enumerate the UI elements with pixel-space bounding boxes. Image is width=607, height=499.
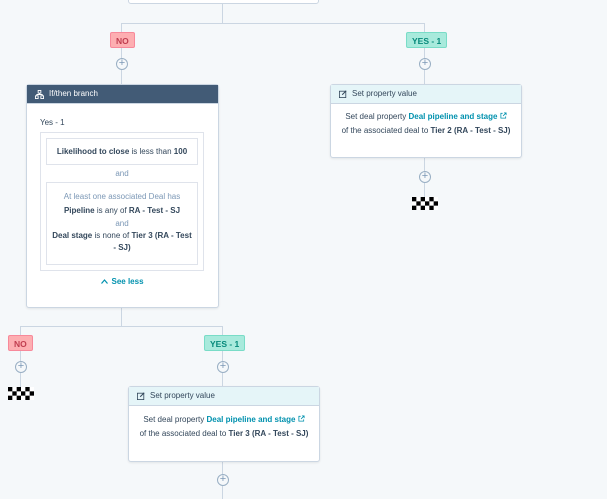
group-header: At least one associated Deal has xyxy=(63,192,181,201)
pipeline-property: Pipeline xyxy=(63,206,95,215)
plus-icon[interactable]: + xyxy=(419,171,431,183)
connector-line xyxy=(222,0,223,24)
connector-line xyxy=(121,23,425,24)
connector-line xyxy=(20,326,223,327)
edit-icon xyxy=(339,90,347,98)
action-middle: of the associated deal to xyxy=(341,126,429,135)
connector-line xyxy=(121,23,122,85)
condition-likelihood: Likelihood to close is less than 100 xyxy=(46,138,198,165)
connector-line xyxy=(121,306,122,326)
if-then-branch-card[interactable]: If/then branch Yes - 1 Likelihood to clo… xyxy=(26,84,219,308)
chevron-up-icon xyxy=(101,279,109,284)
action-card-title: Set property value xyxy=(150,391,215,400)
connector-line xyxy=(424,23,425,85)
branch-name: Yes - 1 xyxy=(40,118,65,127)
no-branch-label: NO xyxy=(110,32,135,48)
action-prefix: Set deal property xyxy=(143,415,205,424)
branch-card-title: If/then branch xyxy=(49,89,98,98)
set-property-value-card[interactable]: Set property value Set deal property Dea… xyxy=(330,84,522,158)
action-prefix: Set deal property xyxy=(345,112,407,121)
action-value: Tier 2 (RA - Test - SJ) xyxy=(430,126,511,135)
association-condition-group: At least one associated Deal has Pipelin… xyxy=(46,182,198,265)
connector-line xyxy=(20,326,21,388)
plus-icon[interactable]: + xyxy=(217,474,229,486)
branch-icon xyxy=(35,89,44,99)
plus-icon[interactable]: + xyxy=(116,58,128,70)
action-card-title: Set property value xyxy=(352,89,417,98)
branch-card-header: If/then branch xyxy=(27,85,218,104)
plus-icon[interactable]: + xyxy=(217,361,229,373)
end-flag-icon xyxy=(412,197,438,210)
action-card-header: Set property value xyxy=(331,85,521,104)
condition-value: 100 xyxy=(173,147,188,156)
external-link-icon xyxy=(500,112,507,119)
and-separator: and xyxy=(115,169,129,178)
property-link[interactable]: Deal pipeline and stage xyxy=(206,415,296,424)
see-less-link[interactable]: See less xyxy=(27,277,218,286)
property-link[interactable]: Deal pipeline and stage xyxy=(408,112,498,121)
previous-action-card[interactable] xyxy=(128,0,319,4)
external-link-icon xyxy=(298,415,305,422)
plus-icon[interactable]: + xyxy=(15,361,27,373)
deal-stage-value: Tier 3 (RA - Test - SJ) xyxy=(113,231,192,252)
condition-operator: is less than xyxy=(131,147,172,156)
pipeline-value: RA - Test - SJ xyxy=(128,206,181,215)
deal-stage-property: Deal stage xyxy=(52,231,93,240)
condition-property: Likelihood to close xyxy=(56,147,130,156)
connector-line xyxy=(222,326,223,387)
yes-branch-label: YES - 1 xyxy=(204,335,246,351)
plus-icon[interactable]: + xyxy=(419,58,431,70)
no-branch-label: NO xyxy=(8,335,33,351)
end-flag-icon xyxy=(8,387,34,400)
deal-stage-operator: is none of xyxy=(94,231,130,240)
and-separator: and xyxy=(115,219,129,228)
action-value: Tier 3 (RA - Test - SJ) xyxy=(228,429,309,438)
set-property-value-card[interactable]: Set property value Set deal property Dea… xyxy=(128,386,320,462)
yes-branch-label: YES - 1 xyxy=(406,32,448,48)
see-less-label: See less xyxy=(111,277,144,286)
pipeline-operator: is any of xyxy=(96,206,127,215)
edit-icon xyxy=(137,392,145,400)
action-card-header: Set property value xyxy=(129,387,319,406)
action-middle: of the associated deal to xyxy=(139,429,227,438)
